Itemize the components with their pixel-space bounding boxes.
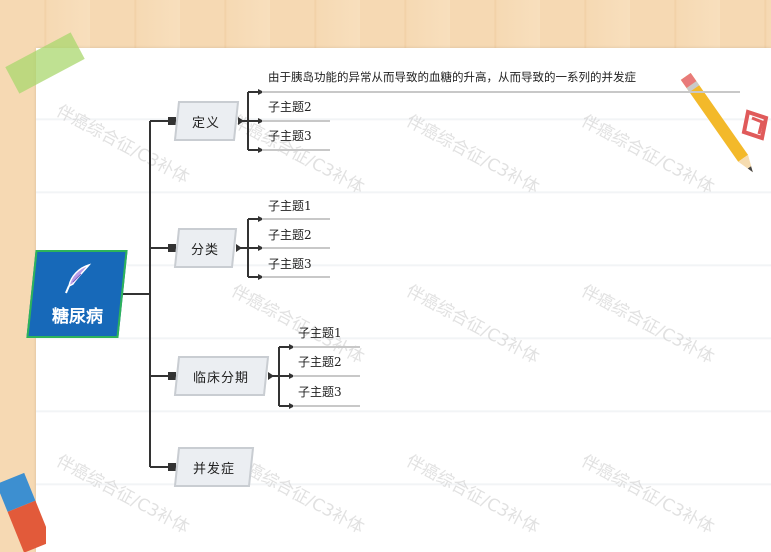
leaf-node[interactable]: 子主题2 [268,100,312,114]
paper-clip-icon [741,109,769,141]
branch-node-definition[interactable]: 定义 [173,101,240,141]
branch-label: 定义 [192,115,221,131]
leaf-node[interactable]: 子主题1 [268,199,312,213]
leaf-node[interactable]: 子主题3 [268,257,312,271]
leaf-node[interactable]: 子主题3 [298,385,342,399]
branch-label: 分类 [191,242,220,258]
leaf-node[interactable]: 子主题2 [298,355,342,369]
leaf-node[interactable]: 子主题2 [268,228,312,242]
branch-node-classification[interactable]: 分类 [173,228,238,268]
quill-pen-icon [64,263,91,293]
leaf-node[interactable]: 子主题3 [268,129,312,143]
leaf-node[interactable]: 子主题1 [298,326,342,340]
branch-node-complications[interactable]: 并发症 [173,447,255,487]
leaf-node[interactable]: 由于胰岛功能的异常从而导致的血糖的升高，从而导致的一系列的并发症 [268,70,636,84]
eraser-icon [0,472,46,552]
branch-label: 临床分期 [193,370,250,386]
pencil-icon [680,72,753,173]
branch-label: 并发症 [192,461,235,477]
root-label: 糖尿病 [51,306,103,327]
branch-node-clinical-staging[interactable]: 临床分期 [173,356,270,396]
root-node[interactable]: 糖尿病 [26,250,128,338]
